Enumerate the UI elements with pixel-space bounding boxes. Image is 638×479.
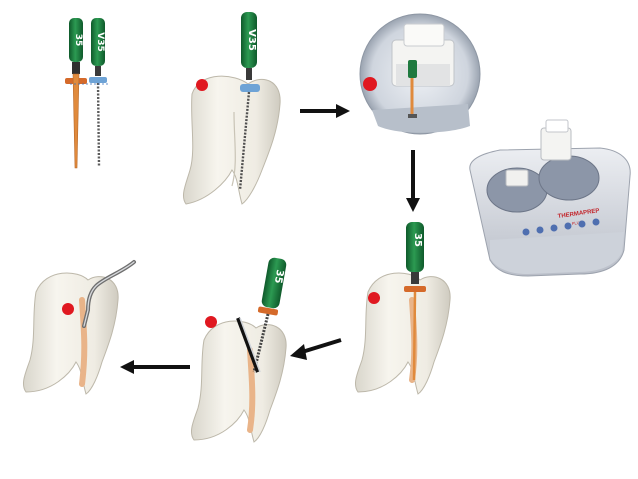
obturator-file: 35 (65, 18, 87, 169)
marker-dot-step4 (368, 292, 380, 304)
device-model-label: PLUS (571, 220, 582, 226)
device-brand-label: THERMAPREP (557, 208, 599, 220)
arrow-down-left (290, 338, 342, 360)
verifier-file: V35 (70, 18, 110, 167)
obturator-label-35-b: 35 (272, 269, 285, 285)
file-pair: 35 V35 (65, 18, 110, 169)
marker-dot-step6 (62, 303, 74, 315)
obturator-label-35-a: 35 (412, 233, 423, 247)
arrow-down (406, 150, 420, 212)
arrow-right-1 (300, 104, 350, 118)
tooth-step-insert: 35 (355, 222, 451, 395)
oven-closeup (359, 13, 481, 135)
arrow-left (120, 360, 190, 374)
tooth-step-verify: V35 (183, 12, 281, 205)
file-label-v35-tooth: V35 (246, 29, 257, 51)
marker-dot (196, 79, 208, 91)
file-label-35: 35 (73, 34, 83, 47)
thermaprep-device: THERMAPREP PLUS (469, 119, 631, 277)
tooth-step-section: 35 (191, 257, 287, 443)
tooth-step-condense (23, 260, 136, 395)
file-label-v35: V35 (95, 32, 105, 52)
device-buttons (522, 218, 600, 236)
marker-dot-oven (363, 77, 377, 91)
marker-dot-step5 (205, 316, 217, 328)
tooth-crown-root (183, 75, 281, 205)
